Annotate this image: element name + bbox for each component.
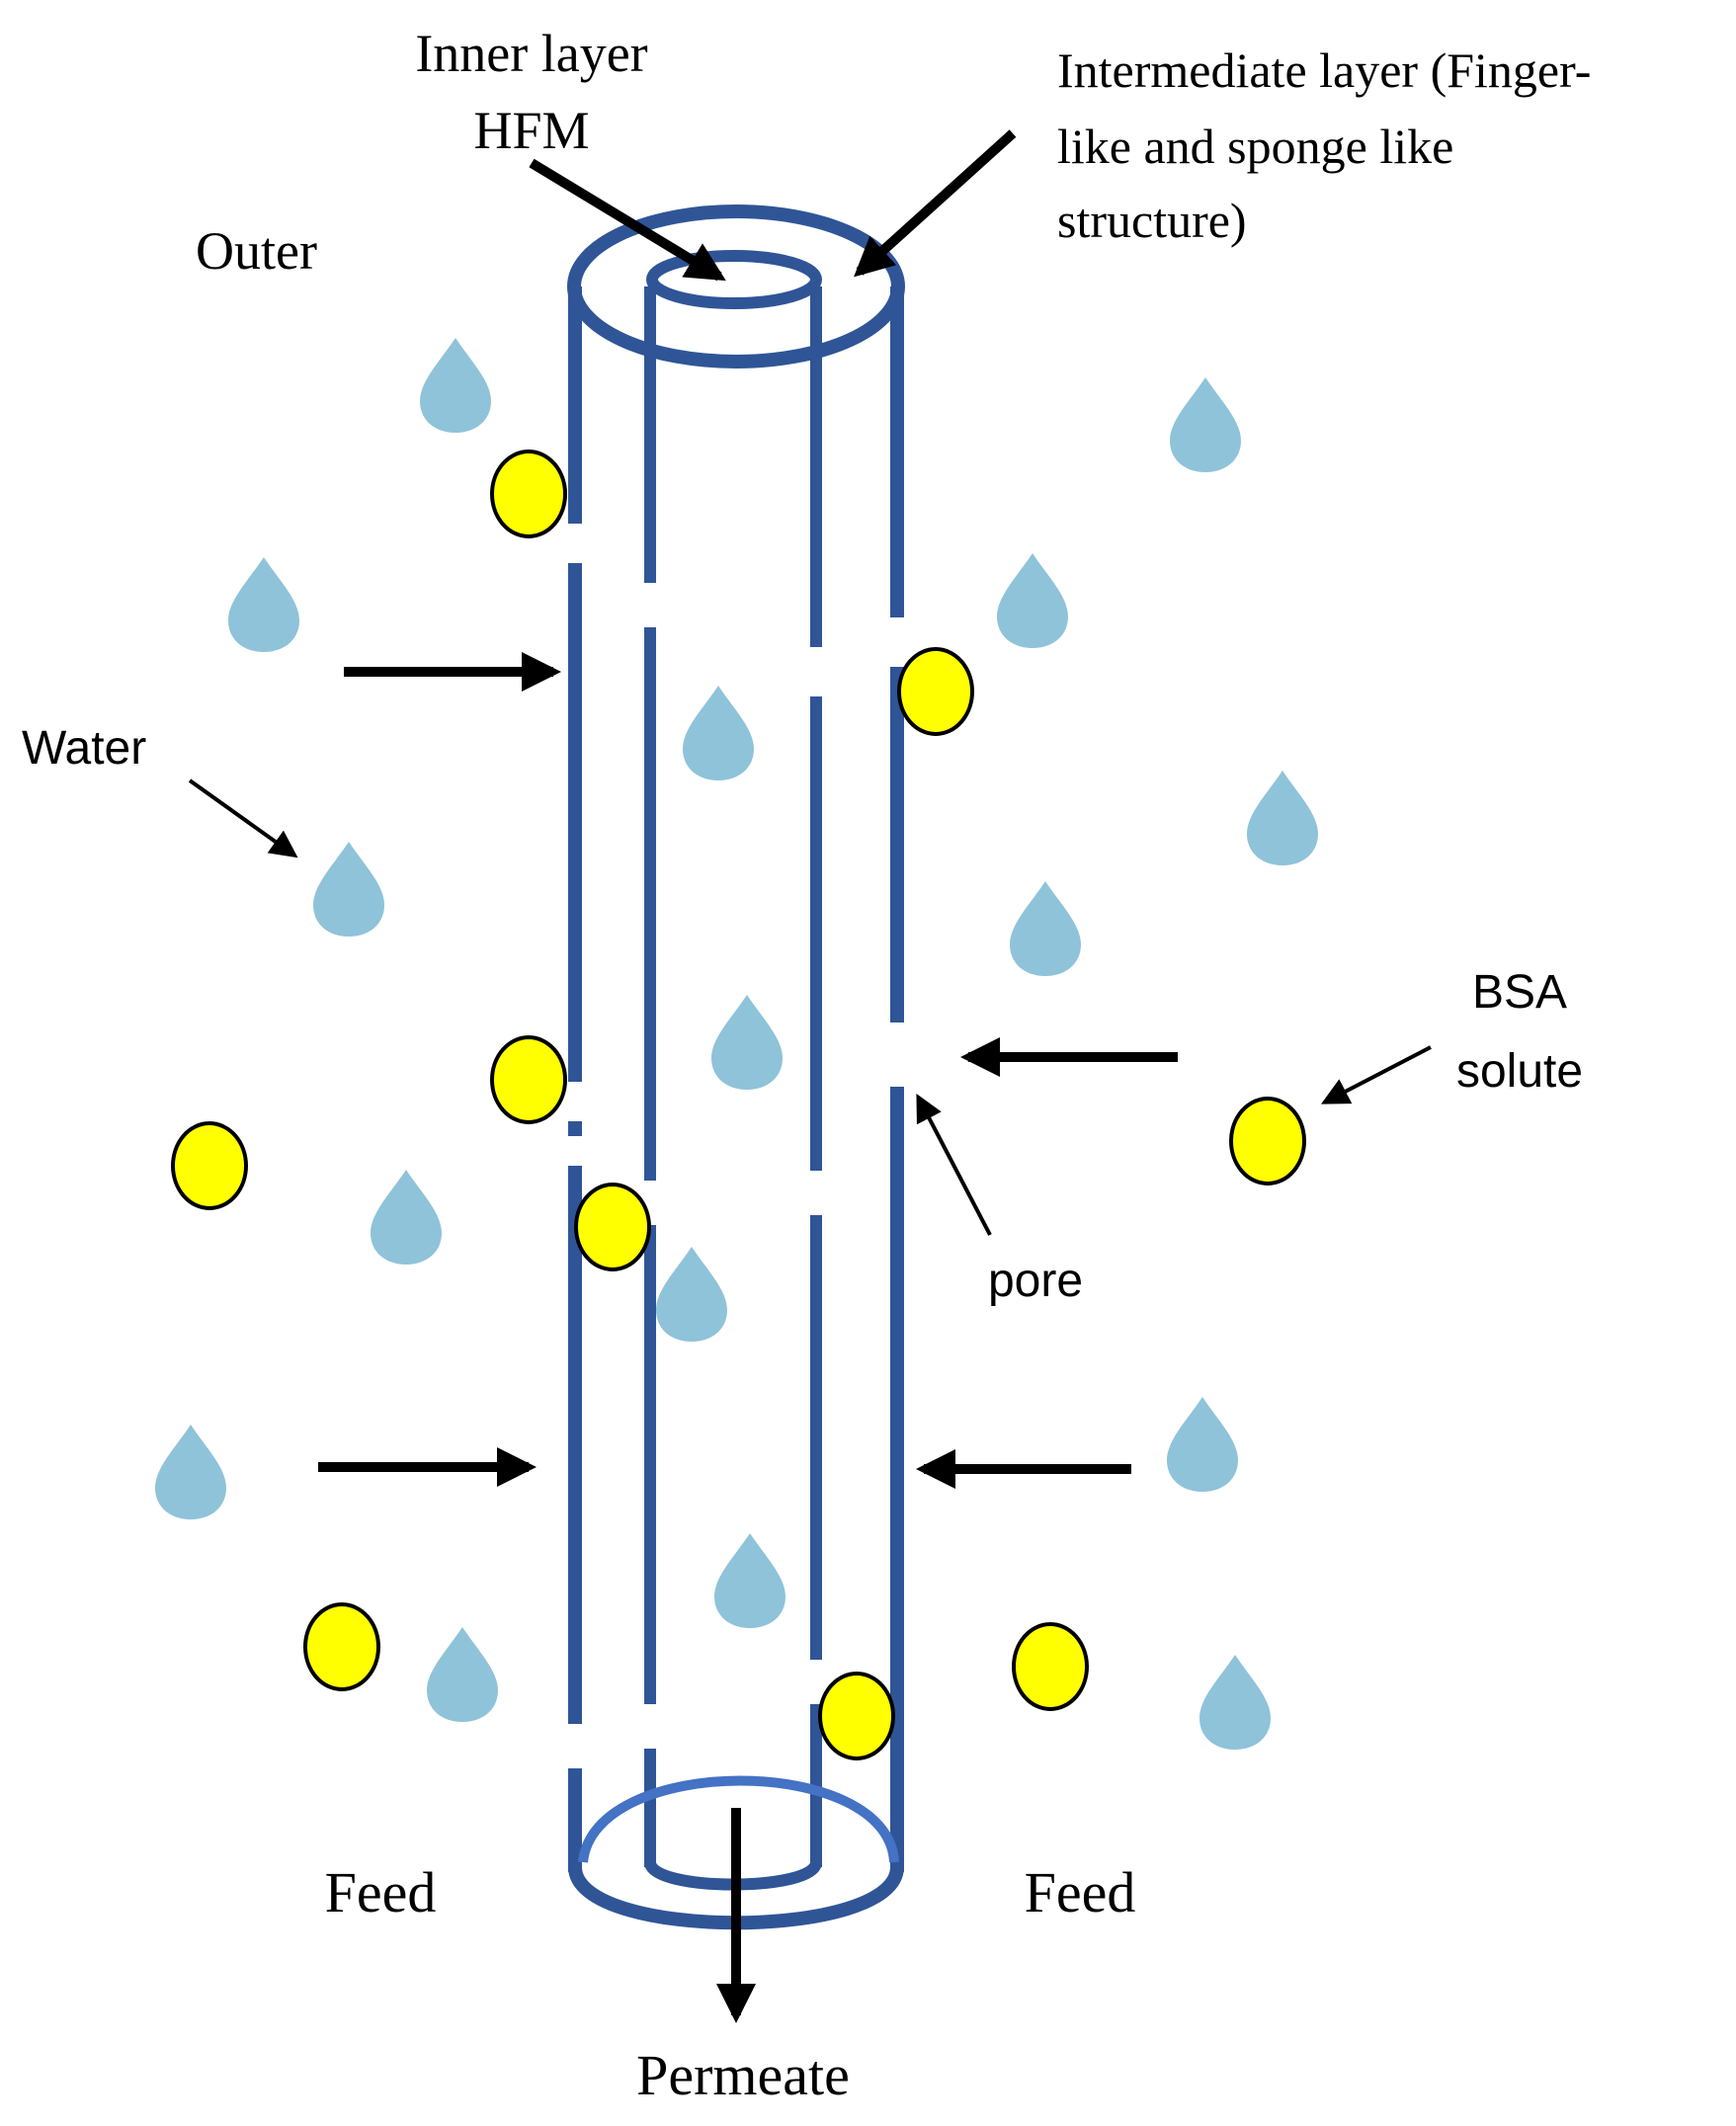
solute-particle — [171, 1121, 248, 1210]
pore — [563, 1136, 589, 1166]
solute-particle — [490, 450, 567, 538]
water-drop — [1010, 881, 1081, 976]
inner-layer-pointer — [529, 158, 726, 282]
pore — [639, 1704, 663, 1749]
pore — [803, 1171, 827, 1215]
water-drop — [371, 1170, 442, 1265]
water-droplets — [155, 338, 1318, 1750]
intermediate-layer-label-line2: like and sponge like — [1057, 119, 1453, 174]
solute-particle — [818, 1672, 895, 1760]
pore-label: pore — [988, 1255, 1083, 1307]
water-drop — [228, 557, 299, 652]
pore — [563, 524, 589, 563]
bsa-solute-particles — [171, 450, 1306, 1760]
solute-particle — [897, 647, 974, 736]
hollow-fiber-membrane — [563, 204, 910, 1930]
inner-top-ring — [646, 250, 822, 309]
outer-top-ring — [567, 204, 905, 368]
bsa-label-line1: BSA — [1472, 966, 1567, 1019]
inner-layer-label-line1: Inner layer — [415, 24, 647, 83]
pore-pointer — [916, 1094, 992, 1236]
inner-layer-label-line2: HFM — [473, 101, 589, 160]
permeate-label: Permeate — [636, 2043, 850, 2107]
pore — [803, 647, 827, 696]
water-drop — [1170, 377, 1241, 472]
solute-particle — [574, 1183, 651, 1271]
water-drop — [420, 338, 491, 433]
solute-particle — [1012, 1622, 1089, 1711]
pore — [884, 1022, 910, 1087]
water-drop — [1247, 771, 1318, 865]
water-pointer — [188, 778, 298, 859]
water-drop — [1167, 1397, 1238, 1492]
outer-label: Outer — [196, 221, 317, 281]
water-drop — [683, 686, 754, 780]
water-drop — [711, 995, 783, 1090]
solute-particle — [303, 1602, 380, 1691]
bsa-pointer — [1321, 1045, 1432, 1104]
solute-particle — [490, 1035, 567, 1124]
flow-arrows — [188, 129, 1432, 2023]
pores — [563, 524, 910, 1768]
pore — [563, 1082, 589, 1121]
pore — [884, 617, 910, 667]
water-drop — [313, 842, 384, 937]
bottom-opening-arc — [578, 1775, 899, 1863]
labels: Inner layer HFM Intermediate layer (Fing… — [22, 24, 1591, 2107]
intermediate-layer-pointer — [854, 129, 1017, 278]
water-drop — [997, 553, 1068, 648]
feed-label-right: Feed — [1025, 1860, 1136, 1924]
intermediate-layer-label-line1: Intermediate layer (Finger- — [1057, 42, 1591, 98]
pore — [563, 1724, 589, 1768]
intermediate-layer-label-line3: structure) — [1057, 193, 1247, 248]
water-drop — [656, 1247, 727, 1342]
water-drop — [714, 1533, 785, 1628]
solute-particle — [1229, 1097, 1306, 1186]
feed-label-left: Feed — [325, 1860, 437, 1924]
bsa-label-line2: solute — [1456, 1045, 1583, 1098]
pore — [639, 583, 663, 627]
water-label: Water — [22, 722, 146, 775]
water-drop — [427, 1627, 498, 1722]
water-drop — [155, 1425, 226, 1519]
water-drop — [1199, 1655, 1271, 1750]
